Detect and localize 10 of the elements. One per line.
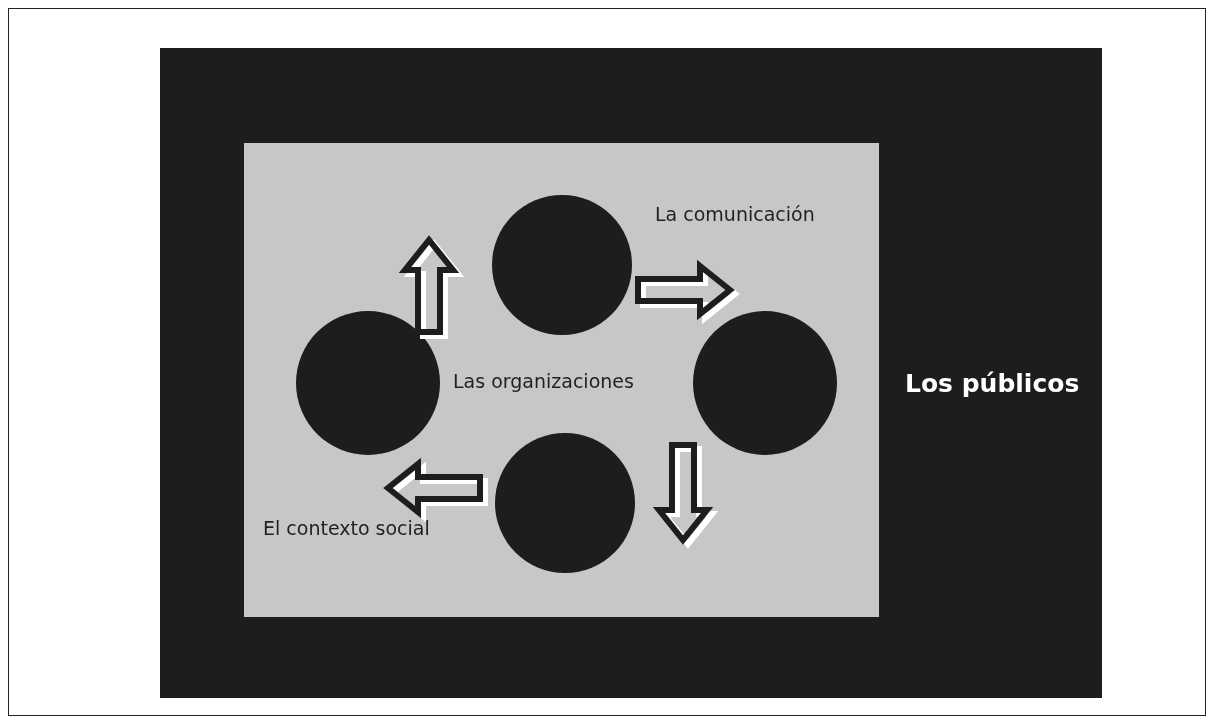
band-label: Los públicos (905, 369, 1080, 398)
center-label: Las organizaciones (453, 370, 634, 392)
block-arrow (383, 457, 483, 519)
inner-panel (244, 143, 879, 617)
block-arrow (398, 235, 460, 335)
block-arrow (652, 442, 714, 545)
outer-band (160, 48, 1102, 698)
block-arrow (635, 259, 735, 321)
panel-label: El contexto social (263, 517, 430, 539)
panel-label: La comunicación (655, 203, 815, 225)
